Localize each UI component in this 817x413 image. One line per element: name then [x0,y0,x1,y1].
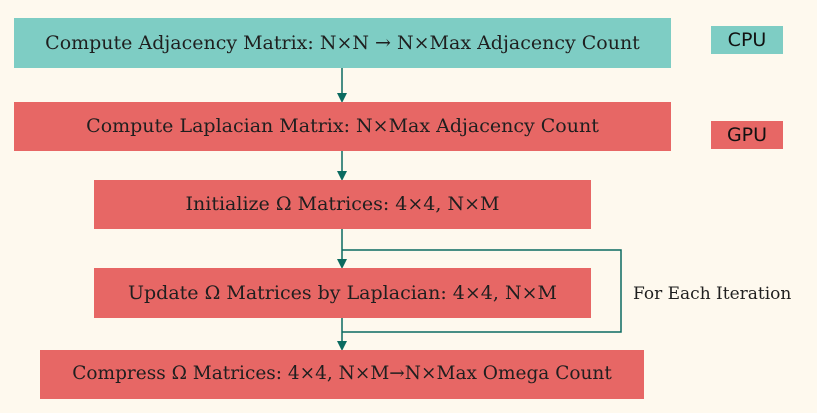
legend-gpu: GPU [711,121,783,149]
legend-gpu-label: GPU [726,124,768,146]
legend-cpu-label: CPU [727,29,767,51]
step-label: Compute Adjacency Matrix: N×N → N×Max Ad… [45,31,640,54]
step-label: Initialize Ω Matrices: 4×4, N×M [185,193,500,215]
step-compute-adjacency-matrix: Compute Adjacency Matrix: N×N → N×Max Ad… [14,18,671,68]
step-compress-omega-matrices: Compress Ω Matrices: 4×4, N×M→N×Max Omeg… [40,350,644,399]
step-label: Compress Ω Matrices: 4×4, N×M→N×Max Omeg… [72,363,612,385]
step-initialize-omega-matrices: Initialize Ω Matrices: 4×4, N×M [94,180,591,229]
step-update-omega-matrices: Update Ω Matrices by Laplacian: 4×4, N×M [94,268,591,318]
legend-cpu: CPU [711,26,783,54]
iteration-loop-label: For Each Iteration [633,284,792,304]
step-label: Compute Laplacian Matrix: N×Max Adjacenc… [86,115,599,137]
iteration-loop-line [342,249,622,333]
step-label: Update Ω Matrices by Laplacian: 4×4, N×M [128,281,557,304]
step-compute-laplacian-matrix: Compute Laplacian Matrix: N×Max Adjacenc… [14,102,671,151]
